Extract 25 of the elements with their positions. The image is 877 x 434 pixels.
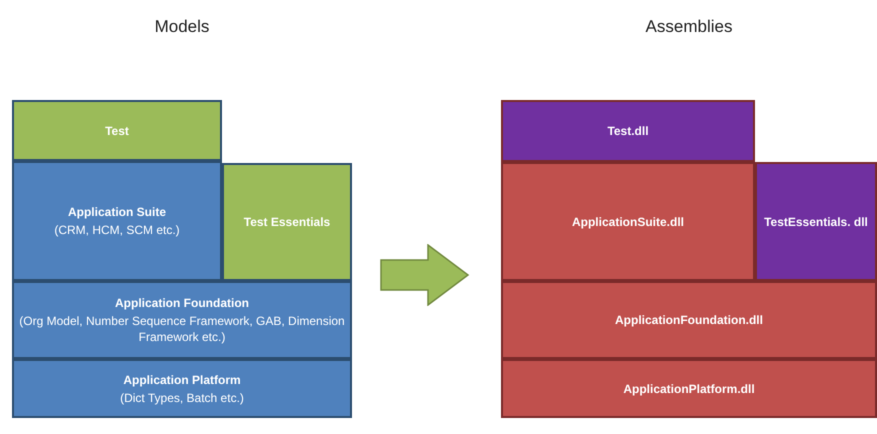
block-description: (CRM, HCM, SCM etc.) xyxy=(54,222,180,238)
column-heading: Models xyxy=(154,16,210,38)
layer-block xyxy=(501,359,877,418)
block-title: ApplicationPlatform.dll xyxy=(623,380,755,396)
block-title: TestEssentials. dll xyxy=(764,214,868,230)
layer-block xyxy=(501,100,755,162)
layer-block xyxy=(12,161,222,281)
block-description: (Dict Types, Batch etc.) xyxy=(120,390,244,406)
layer-block xyxy=(755,162,877,281)
block-title: Test.dll xyxy=(607,123,649,139)
block-title: Test Essentials xyxy=(244,214,330,230)
column-heading: Assemblies xyxy=(644,16,734,38)
layer-block xyxy=(12,359,352,418)
block-title: ApplicationFoundation.dll xyxy=(615,312,763,328)
block-title: Application Foundation xyxy=(115,295,249,311)
block-title: Test xyxy=(105,122,129,138)
layer-block xyxy=(12,281,352,359)
layer-block xyxy=(501,281,877,359)
block-description: (Org Model, Number Sequence Framework, GAB, Dimension Framework etc.) xyxy=(18,313,346,345)
block-title: Application Platform xyxy=(123,372,241,388)
layer-block xyxy=(12,100,222,161)
layer-block xyxy=(501,162,755,281)
block-title: Application Suite xyxy=(68,204,166,220)
layer-block xyxy=(222,163,352,281)
block-title: ApplicationSuite.dll xyxy=(572,214,684,230)
